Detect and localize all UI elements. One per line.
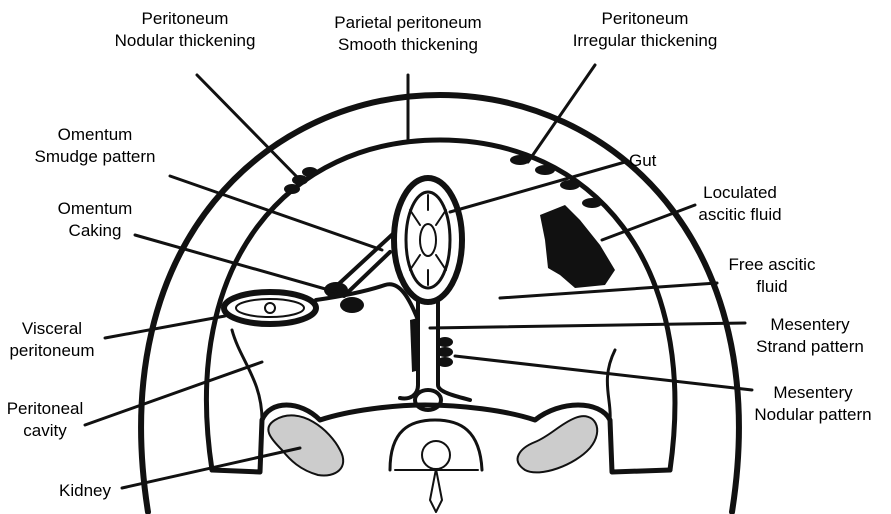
- cavity-boundary-left: [232, 330, 262, 420]
- label-omentum-caking: Omentum Caking: [58, 198, 133, 242]
- label-loculated-ascitic-fluid: Loculated ascitic fluid: [698, 182, 781, 226]
- label-mesentery-nodular: Mesentery Nodular pattern: [754, 382, 871, 426]
- leader-visceral-peritoneum: [105, 316, 225, 338]
- bowel-loop-inner: [236, 299, 304, 317]
- irregular-nodule: [582, 198, 602, 208]
- label-free-ascitic-fluid: Free ascitic fluid: [729, 254, 816, 298]
- loculated-ascitic-fluid: [540, 205, 615, 288]
- label-peritoneum-nodular: Peritoneum Nodular thickening: [115, 8, 256, 52]
- label-gut: Gut: [629, 150, 656, 172]
- omental-cake: [340, 297, 364, 313]
- label-parietal-peritoneum: Parietal peritoneum Smooth thickening: [334, 12, 481, 56]
- leader-peritoneal-cavity: [85, 362, 262, 425]
- mesentery-node: [437, 337, 453, 347]
- mesentery-node: [437, 347, 453, 357]
- leader-free-fluid: [500, 283, 717, 298]
- bowel-lumen: [265, 303, 275, 313]
- spine-outline: [390, 420, 482, 470]
- cavity-boundary-right: [607, 350, 615, 420]
- mesentery-node: [437, 357, 453, 367]
- gut-folds: [410, 195, 446, 285]
- label-peritoneum-irregular: Peritoneum Irregular thickening: [573, 8, 718, 52]
- irregular-nodule: [560, 180, 580, 190]
- label-omentum-smudge: Omentum Smudge pattern: [35, 124, 156, 168]
- irregular-nodule: [535, 165, 555, 175]
- label-kidney: Kidney: [59, 480, 111, 502]
- leader-mesentery-nodular: [455, 356, 752, 390]
- label-mesentery-strand: Mesentery Strand pattern: [756, 314, 864, 358]
- spinous-process: [430, 469, 442, 512]
- bowel-loop-outer: [224, 292, 316, 324]
- irregular-nodule: [510, 155, 530, 165]
- parietal-nodule: [284, 184, 300, 194]
- label-peritoneal-cavity: Peritoneal cavity: [7, 398, 84, 442]
- gut-lumen: [420, 224, 436, 256]
- kidney-left: [268, 415, 343, 475]
- vertebral-body: [422, 441, 450, 469]
- parietal-nodule: [302, 167, 318, 177]
- kidney-right: [518, 416, 598, 472]
- leader-mesentery-strand: [430, 323, 745, 328]
- label-visceral-peritoneum: Visceral peritoneum: [9, 318, 94, 362]
